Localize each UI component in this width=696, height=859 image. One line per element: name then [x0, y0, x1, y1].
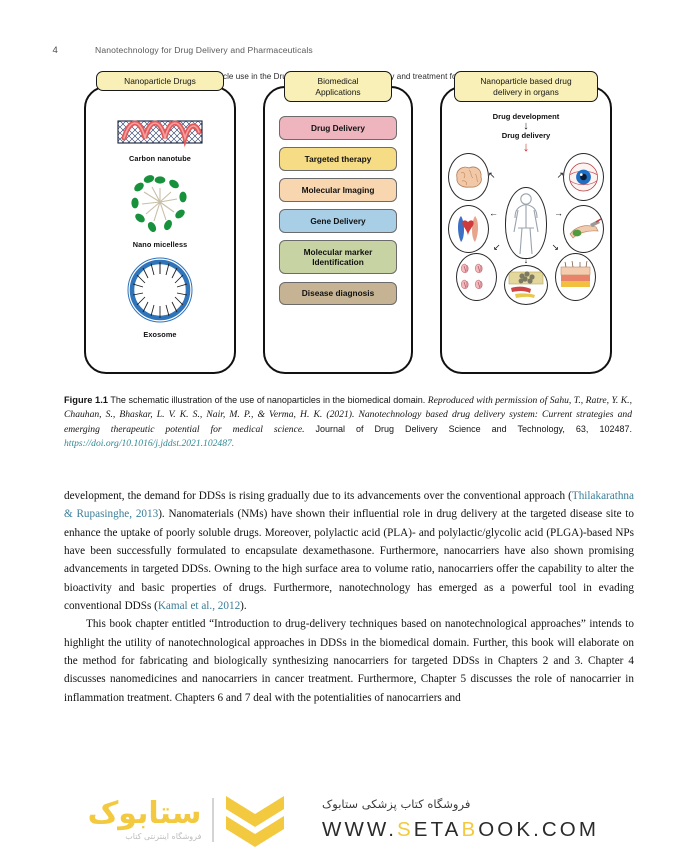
url-prefix: WWW. [322, 818, 398, 841]
setabook-logo: ستابوک فروشگاه اینترنتی کتاب [0, 792, 300, 848]
footer-url[interactable]: WWW.SETABOOK.COM [322, 818, 599, 842]
panel-organ-delivery: Nanoparticle based drug delivery in orga… [440, 71, 612, 374]
paragraph-2: This book chapter entitled “Introduction… [64, 618, 634, 704]
caption-journal-text: Journal of Drug Delivery Science and Tec… [315, 424, 632, 435]
url-letter-s: S [397, 818, 414, 841]
figure-1-1: Nanoparticle use in the Drug development… [62, 71, 634, 374]
caption-source-text: Reproduced with permission of Sahu, T., … [64, 395, 632, 436]
application-gene-delivery[interactable]: Gene Delivery [279, 209, 397, 233]
panel-header-organ-delivery: Nanoparticle based drug delivery in orga… [454, 71, 598, 102]
logo-wordmark: ستابوک فروشگاه اینترنتی کتاب [87, 795, 203, 841]
nanoparticle-label: Exosome [143, 330, 177, 339]
nanoparticle-label: Nano micelless [132, 240, 188, 249]
url-letters-eta: ETA [413, 818, 462, 841]
paragraph-1: development, the demand for DDSs is risi… [64, 487, 634, 615]
application-targeted-therapy[interactable]: Targeted therapy [279, 147, 397, 171]
caption-main-text: The schematic illustration of the use of… [107, 395, 428, 405]
panel-body-biomedical-applications: Drug Delivery Targeted therapy Molecular… [265, 88, 411, 372]
nanoparticle-item: Carbon nanotube [92, 112, 228, 163]
paragraph-1-part-b: ). Nanomaterials (NMs) have shown their … [64, 508, 634, 613]
panel-header-line-1: Biomedical [317, 76, 359, 86]
figure-caption: Figure 1.1 The schematic illustration of… [64, 393, 632, 451]
organ-diagram: ↖ ↗ ← → ↙ ↘ ↓ [448, 153, 604, 305]
caption-doi-link[interactable]: https://doi.org/10.1016/j.jddst.2021.102… [64, 438, 235, 450]
logo-wordmark-main: ستابوک [87, 795, 203, 831]
brain-organ-icon [448, 153, 489, 201]
application-disease-diagnosis[interactable]: Disease diagnosis [279, 281, 397, 305]
panel-body-organ-delivery: Drug development ↓ Drug delivery ↓ [442, 88, 610, 372]
arrow-to-bone-marrow-icon: ↓ [523, 255, 529, 265]
bone-marrow-organ-icon [504, 265, 548, 305]
body-text: development, the demand for DDSs is risi… [64, 487, 634, 707]
arrow-to-heart-icon: ← [489, 208, 498, 218]
panel-biomedical-applications: Biomedical Applications Drug Delivery Ta… [263, 71, 413, 374]
heart-lung-organ-icon [448, 205, 489, 253]
nanoparticle-label: Carbon nanotube [129, 154, 191, 163]
arrow-to-brain-icon: ↖ [488, 170, 496, 180]
arrow-to-kidney-icon: ↙ [493, 242, 501, 252]
application-molecular-imaging[interactable]: Molecular Imaging [279, 178, 397, 202]
kidney-organ-icon [456, 253, 497, 301]
figure-number: Figure 1.1 [64, 395, 108, 405]
arrow-down-icon: ↓ [523, 120, 529, 132]
panel-body-nanoparticle-drugs: Carbon nanotube [86, 88, 234, 372]
step-drug-delivery: Drug delivery [501, 131, 551, 140]
exosome-icon [92, 252, 228, 328]
nano-micelle-icon [92, 166, 228, 238]
panel-nanoparticle-drugs: Nanoparticle Drugs [84, 71, 236, 374]
logo-divider [212, 797, 214, 842]
panel-header-line-2: Applications [315, 86, 361, 97]
paragraph-1-part-c: ). [240, 600, 247, 613]
citation-link-2[interactable]: Kamal et al., 2012 [157, 600, 241, 613]
skin-organ-icon [555, 253, 596, 301]
page-number: 4 [52, 44, 58, 56]
citation-link-1[interactable]: Thilakarathna & Rupasinghe, 2013 [64, 490, 634, 521]
footer-watermark: ستابوک فروشگاه اینترنتی کتاب فروشگاه کتا… [0, 780, 696, 859]
arrow-down-red-icon: ↓ [522, 139, 530, 154]
chevron-logo-icon [224, 792, 286, 848]
panel-header-line-2: delivery in organs [493, 86, 559, 97]
application-drug-delivery[interactable]: Drug Delivery [279, 116, 397, 140]
arrow-to-pancreas-icon: → [554, 208, 563, 218]
carbon-nanotube-icon [92, 112, 228, 152]
panel-header-biomedical-applications: Biomedical Applications [284, 71, 392, 102]
human-body-icon [505, 187, 547, 259]
pancreas-organ-icon [563, 205, 604, 253]
panel-header-line-1: Nanoparticle based drug [480, 76, 572, 86]
paragraph-1-part-a: development, the demand for DDSs is risi… [64, 490, 572, 502]
url-suffix: OOK.COM [478, 818, 600, 841]
eye-organ-icon [563, 153, 604, 201]
application-list: Drug Delivery Targeted therapy Molecular… [271, 112, 405, 305]
url-letter-b: B [461, 818, 479, 841]
running-head-title: Nanotechnology for Drug Delivery and Pha… [95, 45, 313, 55]
arrow-to-eye-icon: ↗ [556, 170, 564, 180]
figure-panels: Nanoparticle Drugs [62, 71, 634, 374]
nanoparticle-item: Exosome [92, 252, 228, 339]
application-molecular-marker-identification[interactable]: Molecular marker Identification [279, 240, 397, 274]
running-head: 4 Nanotechnology for Drug Delivery and P… [0, 42, 696, 58]
logo-wordmark-sub: فروشگاه اینترنتی کتاب [125, 831, 202, 841]
footer-tagline: فروشگاه کتاب پزشکی ستابوک [322, 797, 471, 811]
footer-url-block: فروشگاه کتاب پزشکی ستابوک WWW.SETABOOK.C… [300, 797, 696, 842]
panel-header-nanoparticle-drugs: Nanoparticle Drugs [96, 71, 224, 91]
arrow-to-skin-icon: ↘ [551, 242, 559, 252]
nanoparticle-item: Nano micelless [92, 166, 228, 249]
step-drug-development: Drug development [492, 112, 560, 121]
